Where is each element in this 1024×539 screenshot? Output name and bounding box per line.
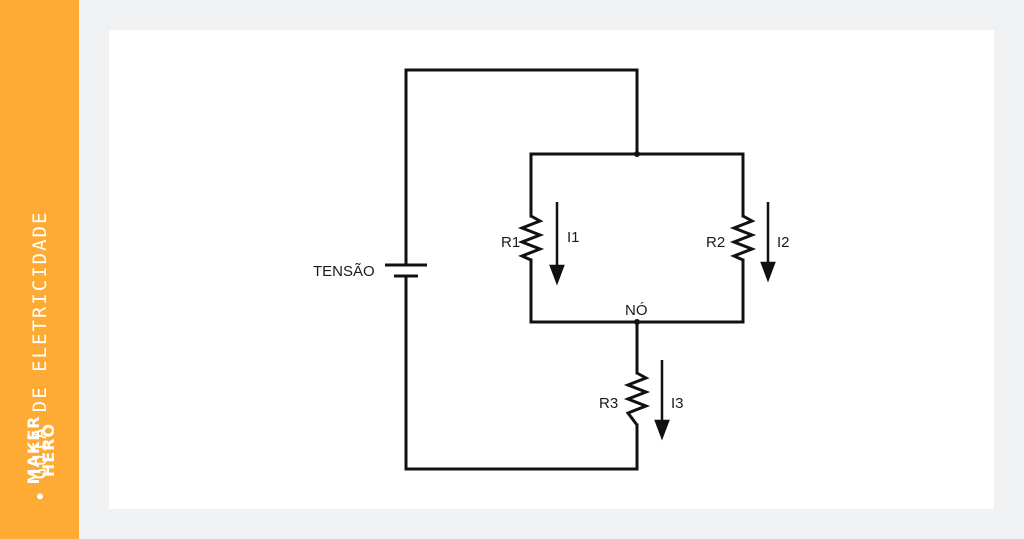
- diagram-panel: TENSÃO NÓ R1 I1 R2 I2 R3 I3: [109, 30, 994, 509]
- circuit-diagram: TENSÃO NÓ R1 I1 R2 I2 R3 I3: [313, 68, 790, 471]
- label-i1: I1: [567, 229, 580, 246]
- wire-outer-loop: [404, 68, 639, 267]
- resistor-r3: [623, 371, 651, 426]
- arrow-i3-head: [654, 419, 670, 441]
- arrow-i1-head: [549, 264, 565, 286]
- battery-symbol: [385, 263, 427, 278]
- resistor-r2: [729, 214, 757, 262]
- junction-node: [634, 319, 640, 325]
- label-r3: R3: [599, 395, 618, 412]
- label-r1: R1: [501, 234, 520, 251]
- label-i3: I3: [671, 395, 684, 412]
- label-node: NÓ: [625, 302, 648, 319]
- label-source: TENSÃO: [313, 263, 375, 280]
- junction-top: [634, 151, 640, 157]
- sidebar: GUIA DE ELETRICIDADE MAKER HERO: [0, 0, 79, 539]
- resistor-r1: [517, 214, 545, 262]
- bullet-dot-icon: [37, 493, 43, 500]
- logo-line-hero: HERO: [39, 422, 58, 478]
- label-r2: R2: [706, 234, 725, 251]
- label-i2: I2: [777, 234, 790, 251]
- maker-hero-logo: MAKER HERO: [24, 406, 58, 494]
- wire-left-lower: [404, 274, 639, 471]
- arrow-i2-head: [760, 261, 776, 283]
